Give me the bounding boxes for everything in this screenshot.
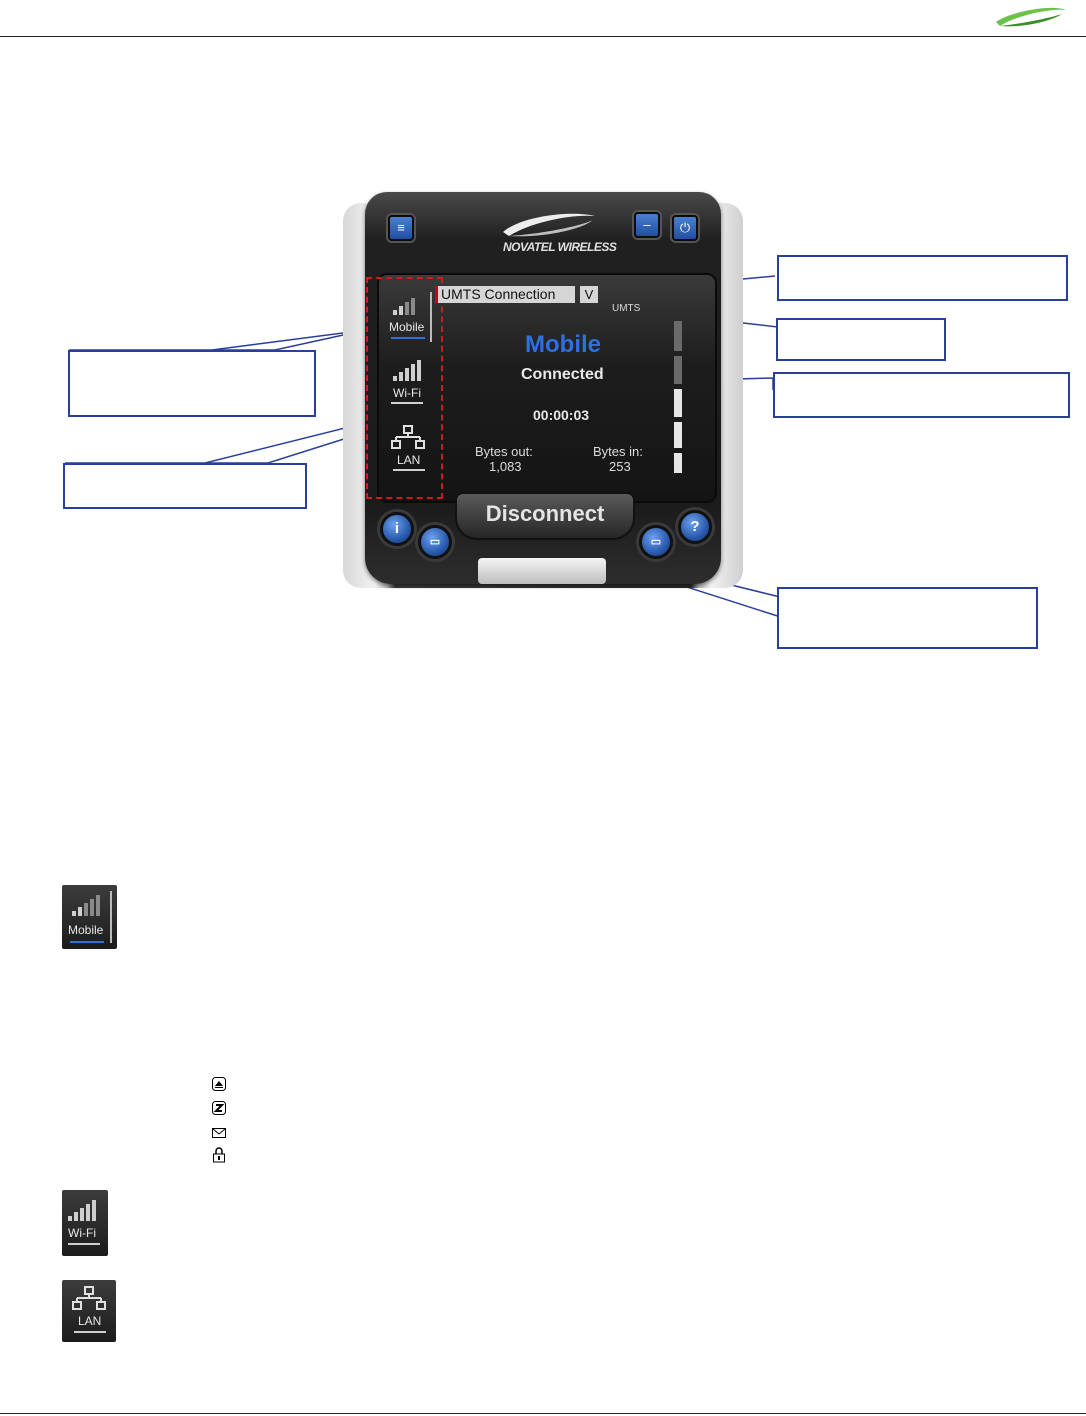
- connection-tabs-highlight: [366, 277, 443, 499]
- wifi-tile-label: Wi-Fi: [68, 1226, 96, 1240]
- mobile-tab-icon: Mobile: [62, 885, 117, 949]
- chevron-down-icon[interactable]: V: [580, 286, 598, 303]
- bytes-out-label: Bytes out:: [475, 444, 533, 459]
- tab-underline: [393, 469, 425, 471]
- envelope-icon: [212, 1126, 226, 1140]
- mobile-tile-label: Mobile: [68, 923, 104, 937]
- help-button[interactable]: ?: [678, 510, 712, 544]
- tab-underline: [391, 402, 423, 404]
- callout-signal-strength: [773, 372, 1070, 418]
- signal-segment: [674, 321, 682, 351]
- tab-mobile-label: Mobile: [389, 320, 425, 334]
- signal-bars-icon: [72, 895, 100, 916]
- header-rule: [0, 36, 1086, 37]
- signal-segment: [674, 389, 682, 417]
- brand-name: NOVATEL WIRELESS: [503, 240, 617, 254]
- info-button[interactable]: i: [380, 512, 414, 546]
- signal-bars-icon: [68, 1200, 96, 1221]
- lan-tile-label: LAN: [78, 1314, 102, 1328]
- signal-segment: [674, 422, 682, 448]
- callout-connection-tabs: [68, 350, 316, 417]
- signal-bars-icon: [393, 360, 421, 381]
- signal-segment: [674, 356, 682, 384]
- wifi-tab-icon: Wi-Fi: [62, 1190, 108, 1256]
- device-logo-swoosh: [503, 213, 595, 237]
- connection-profile-select[interactable]: UMTS Connection: [435, 286, 575, 303]
- callout-connection-status: [63, 463, 307, 509]
- tab-underline: [68, 1243, 100, 1245]
- device-stand: [478, 558, 606, 584]
- lock-icon: [212, 1147, 226, 1163]
- minimize-button[interactable]: –: [634, 212, 660, 238]
- footer-rule: [0, 1413, 1086, 1414]
- network-type: UMTS: [612, 303, 641, 314]
- network-icon: [391, 425, 425, 449]
- lan-tab-icon: LAN: [62, 1280, 116, 1342]
- sleep-icon: [212, 1101, 226, 1115]
- power-button[interactable]: ⏻: [672, 215, 698, 241]
- roaming-icon: [212, 1077, 226, 1091]
- tab-lan-label: LAN: [397, 453, 421, 467]
- callout-network-type: [776, 318, 946, 361]
- tab-selected-indicator: [70, 941, 104, 943]
- callout-connection-type: [777, 255, 1068, 301]
- header-logo: [990, 2, 1070, 30]
- callout-connect-button: [777, 587, 1038, 649]
- messages-button[interactable]: ▭: [418, 525, 452, 559]
- signal-segment: [674, 453, 682, 473]
- menu-button[interactable]: ≡: [388, 215, 414, 241]
- connection-timer: 00:00:03: [533, 407, 590, 423]
- tab-divider: [430, 292, 432, 342]
- network-icon: [72, 1286, 106, 1310]
- tab-underline: [74, 1331, 106, 1333]
- novatel-device: ≡ – ⏻ NOVATEL WIRELESS Mobile Wi-Fi: [343, 188, 743, 593]
- tab-divider: [110, 891, 112, 943]
- connection-mode: Mobile: [525, 331, 601, 358]
- tab-wifi-label: Wi-Fi: [393, 386, 421, 400]
- bytes-in-label: Bytes in:: [593, 444, 643, 459]
- disconnect-label: Disconnect: [485, 501, 605, 526]
- tab-selected-indicator: [391, 337, 425, 339]
- signal-bars-icon: [393, 298, 415, 315]
- sms-button[interactable]: ▭: [639, 525, 673, 559]
- signal-strength-meter: [674, 321, 684, 476]
- disconnect-button[interactable]: Disconnect: [455, 492, 635, 540]
- connection-status: Connected: [521, 366, 604, 383]
- bytes-out-value: 1,083: [489, 459, 522, 474]
- bytes-in-value: 253: [609, 459, 631, 474]
